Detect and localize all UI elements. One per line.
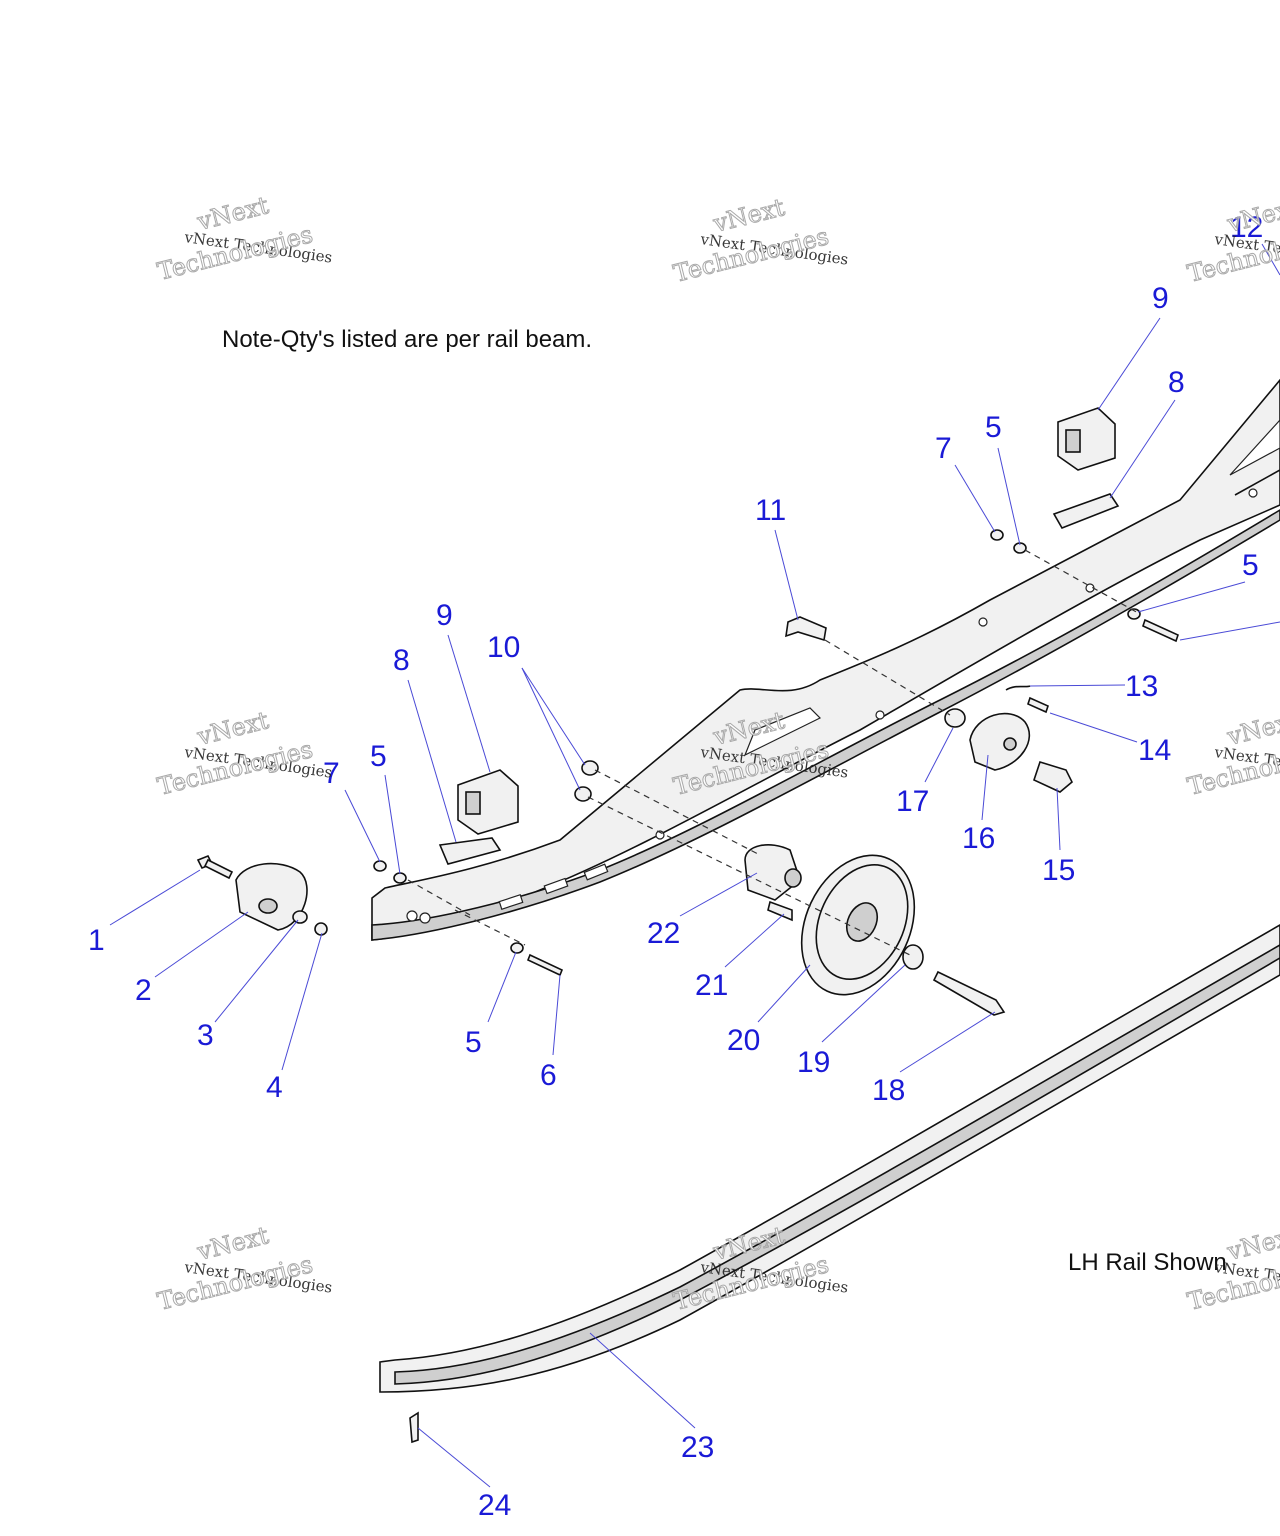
- callout-5-far: 5: [1242, 549, 1259, 582]
- clip-13: [1005, 685, 1031, 691]
- callout-5-lower: 5: [465, 1026, 482, 1059]
- callout-3: 3: [197, 1019, 214, 1052]
- svg-text:vNext: vNext: [194, 706, 272, 751]
- washer-17: [944, 708, 966, 728]
- callout-18: 18: [872, 1074, 905, 1107]
- callout-7-right: 7: [935, 432, 952, 465]
- callout-14: 14: [1138, 734, 1171, 767]
- callout-7-left: 7: [323, 757, 340, 790]
- callout-24: 24: [478, 1489, 511, 1522]
- stopper-16: [969, 712, 1031, 771]
- callout-20: 20: [727, 1024, 760, 1057]
- guide-block-9-left: [457, 769, 519, 835]
- watermarks: vNext vNext Technologies Technologies vN…: [154, 191, 1280, 1317]
- nut-7-left: [373, 860, 387, 872]
- washer-19: [902, 944, 924, 970]
- bolt-11: [785, 616, 827, 642]
- svg-text:Technologies: Technologies: [671, 222, 832, 288]
- bolt-21: [767, 900, 793, 922]
- nut-10-b: [574, 786, 592, 802]
- hyfax-slide: [379, 924, 1280, 1393]
- callout-2: 2: [135, 974, 152, 1007]
- nut-4: [314, 922, 328, 936]
- washer-5-far: [1127, 608, 1141, 620]
- svg-text:vNext: vNext: [1224, 1221, 1280, 1266]
- svg-text:vNext: vNext: [194, 191, 272, 236]
- bumper-block-2: [235, 862, 308, 931]
- spacer-8-right: [1052, 493, 1120, 529]
- bolt-far: [1142, 618, 1179, 643]
- assembly-lines: [407, 549, 1141, 956]
- callout-15: 15: [1042, 854, 1075, 887]
- nut-10-a: [581, 760, 599, 776]
- callout-22: 22: [647, 917, 680, 950]
- svg-text:vNext: vNext: [194, 1221, 272, 1266]
- spacer-15: [1033, 761, 1073, 793]
- callout-21: 21: [695, 969, 728, 1002]
- svg-text:Technologies: Technologies: [155, 220, 316, 286]
- guide-block-9-right: [1057, 407, 1116, 471]
- watermark-7: vNext vNext Technologies Technologies: [154, 1221, 333, 1317]
- nut-7-right: [990, 529, 1004, 541]
- bolt-6: [526, 953, 564, 977]
- callout-10: 10: [487, 631, 520, 664]
- callout-4: 4: [266, 1071, 283, 1104]
- washer-5-lower: [510, 942, 524, 954]
- watermark-2: vNext vNext Technologies Technologies: [670, 193, 849, 289]
- callout-8-right: 8: [1168, 366, 1185, 399]
- callout-19: 19: [797, 1046, 830, 1079]
- bolt-1: [196, 854, 234, 880]
- callout-12: 12: [1230, 211, 1263, 244]
- svg-text:Technologies: Technologies: [155, 735, 316, 801]
- svg-text:vNext: vNext: [1224, 706, 1280, 751]
- callout-11: 11: [755, 494, 786, 527]
- screw-24: [409, 1411, 419, 1444]
- svg-text:vNext: vNext: [710, 193, 788, 238]
- bolt-18: [932, 970, 1006, 1016]
- callout-5-right: 5: [985, 411, 1002, 444]
- callout-16: 16: [962, 822, 995, 855]
- svg-text:vNext: vNext: [1224, 193, 1280, 238]
- callout-9-left: 9: [436, 599, 453, 632]
- watermark-6: vNext vNext Technologies Technologies: [1184, 706, 1280, 802]
- watermark-3: vNext vNext Technologies Technologies: [1184, 193, 1280, 289]
- washer-5-left: [393, 872, 407, 884]
- leader-lines: [109, 243, 1280, 1488]
- side-label: LH Rail Shown: [1068, 1249, 1227, 1276]
- callout-5-left: 5: [370, 740, 387, 773]
- idler-wheel-20: [800, 854, 916, 996]
- rail-beam: [371, 378, 1280, 941]
- watermark-4: vNext vNext Technologies Technologies: [154, 706, 333, 802]
- callout-9-right: 9: [1152, 282, 1169, 315]
- callouts: 1 2 3 4 7 5 8 9 10 5 6 11 7 5 9 8 5 12 1…: [88, 211, 1263, 1522]
- callout-13: 13: [1125, 670, 1158, 703]
- watermark-1: vNext vNext Technologies Technologies: [154, 191, 333, 287]
- pin-14: [1027, 696, 1049, 714]
- callout-23: 23: [681, 1431, 714, 1464]
- spacer-8-left: [438, 837, 502, 865]
- washer-3: [292, 910, 308, 924]
- callout-17: 17: [896, 785, 929, 818]
- callout-8-left: 8: [393, 644, 410, 677]
- axle-22: [744, 844, 802, 901]
- callout-6: 6: [540, 1059, 557, 1092]
- svg-text:Technologies: Technologies: [155, 1250, 316, 1316]
- note-text: Note-Qty's listed are per rail beam.: [222, 326, 592, 353]
- callout-1: 1: [88, 924, 105, 957]
